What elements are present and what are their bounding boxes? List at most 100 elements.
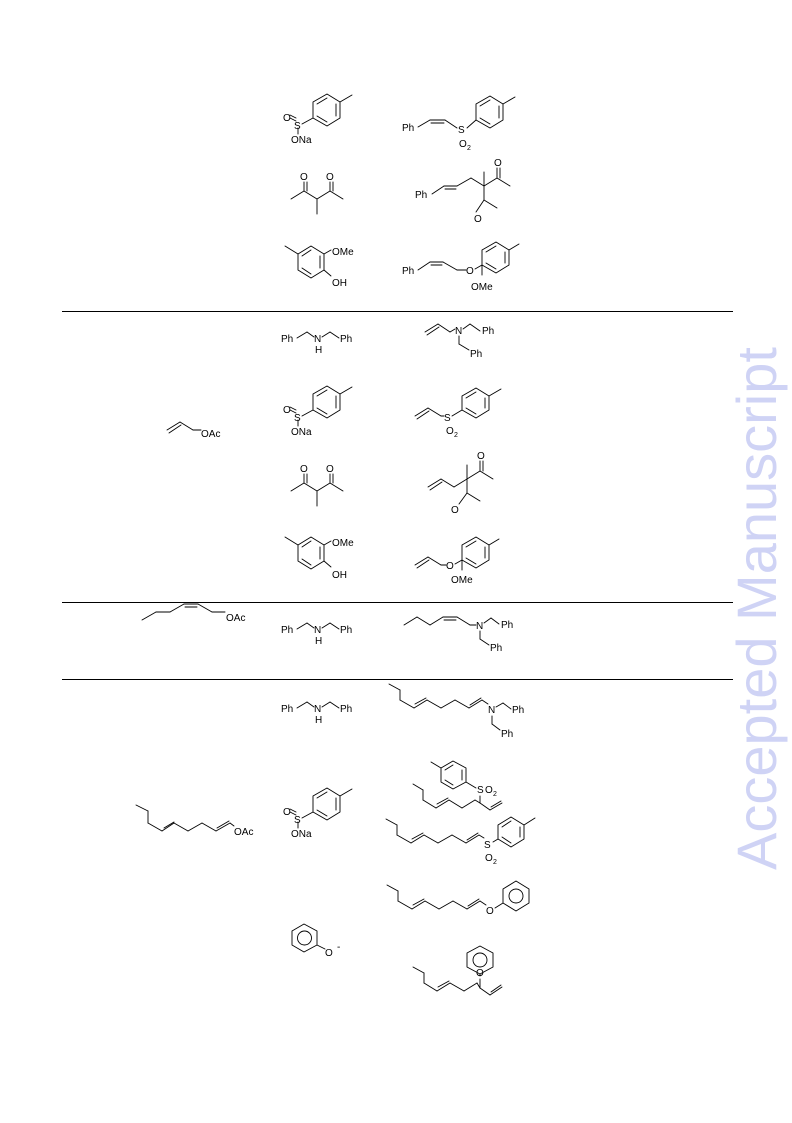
decadienyl-phenyl-ether: O xyxy=(386,880,530,917)
dibenzylamine: Ph N H Ph xyxy=(281,331,352,356)
svg-text:Ph: Ph xyxy=(402,123,414,134)
svg-text:OMe: OMe xyxy=(451,575,473,586)
svg-text:Ph: Ph xyxy=(501,729,513,740)
svg-text:O: O xyxy=(446,561,454,572)
hexenyl-acetate: OAc xyxy=(141,603,245,624)
svg-text:OAc: OAc xyxy=(226,613,245,624)
svg-text:2: 2 xyxy=(493,791,497,798)
svg-text:H: H xyxy=(315,715,322,726)
dibenzylamine: Ph N H Ph xyxy=(281,701,352,726)
svg-text:Ph: Ph xyxy=(512,705,524,716)
svg-text:S: S xyxy=(484,840,491,851)
svg-text:O: O xyxy=(283,113,291,124)
section-divider xyxy=(62,679,733,680)
svg-text:Ph: Ph xyxy=(402,266,414,277)
creosol: OMe OH xyxy=(284,245,354,289)
creosol: OMe OH xyxy=(284,536,354,581)
branched-decadienyl-phenyl-ether: O xyxy=(412,945,503,996)
svg-text:O: O xyxy=(474,214,482,225)
svg-text:O: O xyxy=(477,451,485,462)
section-divider xyxy=(62,602,733,603)
sodium-toluenesulfinate: O S ONa xyxy=(283,787,353,840)
svg-text:OAc: OAc xyxy=(201,429,220,440)
allyl-tolyl-sulfone: S O 2 xyxy=(414,387,502,439)
allyl-creosol-ether: O OMe xyxy=(414,536,500,586)
section-divider xyxy=(62,311,733,312)
svg-text:-: - xyxy=(337,942,340,953)
svg-text:Ph: Ph xyxy=(340,625,352,636)
svg-text:Accepted Manuscript: Accepted Manuscript xyxy=(728,347,788,870)
svg-text:O: O xyxy=(325,948,333,959)
svg-text:OMe: OMe xyxy=(471,282,493,293)
svg-text:N: N xyxy=(488,705,495,716)
linear-decadienyl-sulfone: S O 2 xyxy=(385,816,536,866)
methylpentanedione: O O xyxy=(290,464,344,507)
svg-text:Ph: Ph xyxy=(470,349,482,360)
svg-text:Ph: Ph xyxy=(340,704,352,715)
branched-decadienyl-sulfone: S O 2 xyxy=(412,760,503,811)
cinnamyl-tolyl-sulfone: Ph S O 2 xyxy=(402,95,516,152)
svg-text:O: O xyxy=(466,266,474,277)
svg-text:O: O xyxy=(476,968,484,979)
allyl-methylpentanedione: O O xyxy=(427,451,494,516)
svg-text:O: O xyxy=(459,139,467,150)
svg-text:O: O xyxy=(451,505,459,516)
svg-text:O: O xyxy=(485,853,493,864)
svg-text:OMe: OMe xyxy=(332,247,354,258)
svg-text:Ph: Ph xyxy=(281,704,293,715)
accepted-manuscript-watermark: Accepted Manuscript xyxy=(725,280,792,870)
svg-text:H: H xyxy=(315,345,322,356)
svg-text:ONa: ONa xyxy=(291,427,312,438)
svg-text:O: O xyxy=(300,464,308,475)
svg-text:N: N xyxy=(314,704,321,715)
svg-text:O: O xyxy=(326,172,334,183)
methylpentanedione: O O xyxy=(290,172,344,215)
svg-text:2: 2 xyxy=(493,859,497,866)
svg-text:OMe: OMe xyxy=(332,538,354,549)
dibenzylamine: Ph N H Ph xyxy=(281,622,352,647)
svg-text:O: O xyxy=(283,807,291,818)
svg-text:OAc: OAc xyxy=(234,827,253,838)
svg-text:S: S xyxy=(294,121,301,132)
svg-text:Ph: Ph xyxy=(482,326,494,337)
svg-text:O: O xyxy=(486,906,494,917)
svg-text:ONa: ONa xyxy=(291,135,312,146)
phenoxide: O - xyxy=(291,923,340,959)
decadienyl-dibenzylamine: N Ph Ph xyxy=(388,683,524,740)
svg-text:S: S xyxy=(294,815,301,826)
svg-text:2: 2 xyxy=(467,145,471,152)
svg-text:S: S xyxy=(458,125,465,136)
svg-text:OH: OH xyxy=(332,278,347,289)
svg-text:H: H xyxy=(315,636,322,647)
svg-text:S: S xyxy=(294,413,301,424)
svg-text:Ph: Ph xyxy=(340,334,352,345)
svg-text:O: O xyxy=(446,426,454,437)
decadienyl-acetate: OAc xyxy=(135,804,253,838)
allyl-dibenzylamine: N Ph Ph xyxy=(424,323,494,360)
svg-text:O: O xyxy=(326,464,334,475)
svg-text:Ph: Ph xyxy=(501,620,513,631)
svg-text:O: O xyxy=(485,785,493,796)
svg-text:O: O xyxy=(283,405,291,416)
svg-text:N: N xyxy=(314,334,321,345)
svg-text:N: N xyxy=(455,326,462,337)
sodium-toluenesulfinate: O S ONa xyxy=(283,93,353,146)
svg-text:Ph: Ph xyxy=(281,625,293,636)
svg-text:N: N xyxy=(314,625,321,636)
sodium-toluenesulfinate: O S ONa xyxy=(283,385,353,438)
svg-text:ONa: ONa xyxy=(291,829,312,840)
cinnamyl-methylpentanedione: Ph O O xyxy=(415,158,511,225)
svg-text:2: 2 xyxy=(454,432,458,439)
svg-text:S: S xyxy=(444,413,451,424)
svg-text:O: O xyxy=(300,172,308,183)
svg-text:N: N xyxy=(476,621,483,632)
cinnamyl-creosol-ether: Ph O OMe xyxy=(402,241,520,293)
svg-text:Ph: Ph xyxy=(415,190,427,201)
svg-text:O: O xyxy=(494,158,502,169)
svg-text:S: S xyxy=(477,785,484,796)
svg-text:OH: OH xyxy=(332,570,347,581)
svg-text:Ph: Ph xyxy=(490,643,502,654)
hexenyl-dibenzylamine: N Ph Ph xyxy=(403,616,513,654)
